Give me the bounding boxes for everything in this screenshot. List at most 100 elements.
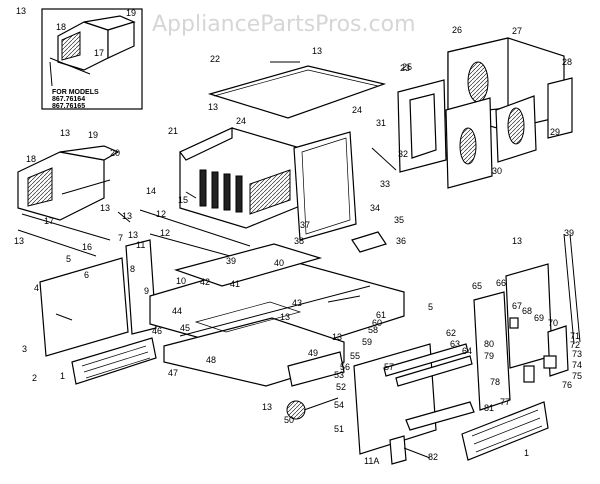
callout: 73 — [572, 349, 582, 359]
callout: 23 — [400, 63, 410, 73]
callout: 15 — [178, 195, 188, 205]
callout: 56 — [340, 362, 350, 372]
callout: 33 — [380, 179, 390, 189]
fan-motor — [286, 351, 345, 420]
callout: 45 — [180, 323, 190, 333]
callout: 39 — [226, 256, 236, 266]
callout: 36 — [396, 236, 406, 246]
inset-models-box: FOR MODELS 867.76164 867.76165 — [41, 8, 143, 110]
callout: 13 — [280, 312, 290, 322]
callout: 26 — [452, 25, 462, 35]
callout: 53 — [334, 370, 344, 380]
callout: 13 — [262, 402, 272, 412]
callout: 19 — [88, 130, 98, 140]
callout: 29 — [550, 127, 560, 137]
callout: 63 — [450, 339, 460, 349]
callout: 51 — [334, 424, 344, 434]
callout: 62 — [446, 328, 456, 338]
callout: 32 — [398, 149, 408, 159]
callout: 54 — [334, 400, 344, 410]
left-end-panel — [39, 239, 157, 385]
callout: 4 — [34, 283, 39, 293]
callout: 6 — [84, 270, 89, 280]
callout: 75 — [572, 371, 582, 381]
callout: 14 — [146, 186, 156, 196]
callout: 13 — [208, 102, 218, 112]
callout: 13 — [16, 6, 26, 16]
callout: 1 — [60, 371, 65, 381]
callout: 2 — [32, 373, 37, 383]
callout: 19 — [126, 8, 136, 18]
callout: 48 — [206, 355, 216, 365]
left-shroud-assembly — [17, 145, 120, 257]
callout: 11 — [136, 240, 145, 250]
callout: 9 — [144, 286, 149, 296]
callout: 13 — [100, 203, 110, 213]
callout: 31 — [376, 118, 386, 128]
callout: 13 — [122, 211, 132, 221]
callout: 82 — [428, 452, 438, 462]
callout: 18 — [56, 22, 66, 32]
callout: 13 — [128, 230, 138, 240]
callout: 11A — [364, 456, 379, 466]
callout: 12 — [160, 228, 170, 238]
callout: 7 — [118, 233, 123, 243]
inset-note-line-2: 867.76164 — [52, 96, 85, 103]
callout: 80 — [484, 339, 494, 349]
callout: 52 — [336, 382, 346, 392]
callout: 49 — [308, 348, 318, 358]
callout: 38 — [294, 236, 304, 246]
callout: 55 — [350, 351, 360, 361]
callout: 72 — [570, 340, 580, 350]
callout: 16 — [82, 242, 92, 252]
callout: 24 — [236, 116, 246, 126]
outer-cabinet — [397, 37, 573, 189]
watermark: AppliancePartsPros.com — [152, 12, 416, 37]
callout: 57 — [384, 362, 394, 372]
callout: 64 — [462, 346, 472, 356]
callout: 22 — [210, 54, 220, 64]
callout: 13 — [312, 46, 322, 56]
callout: 35 — [394, 215, 404, 225]
callout: 68 — [522, 306, 532, 316]
callout: 10 — [176, 276, 186, 286]
callout: 47 — [168, 368, 178, 378]
callout: 42 — [200, 277, 210, 287]
power-cord-cover — [389, 435, 407, 465]
callout: 13 — [14, 236, 24, 246]
callout: 61 — [376, 310, 386, 320]
control-panel — [473, 233, 581, 411]
callout: 3 — [22, 344, 27, 354]
callout: 34 — [370, 203, 380, 213]
callout: 44 — [172, 306, 182, 316]
inset-note-line-1: FOR MODELS — [52, 89, 99, 96]
coil-chassis — [139, 127, 301, 257]
callout: 1 — [524, 448, 529, 458]
callout: 43 — [292, 298, 302, 308]
callout: 25 — [402, 62, 412, 72]
callout: 69 — [534, 313, 544, 323]
callout: 46 — [152, 326, 162, 336]
front-grille — [461, 401, 549, 461]
callout: 67 — [512, 301, 522, 311]
callout: 30 — [492, 166, 502, 176]
callout: 77 — [500, 397, 510, 407]
callout: 71 — [570, 331, 580, 341]
callout: 40 — [274, 258, 284, 268]
callout: 21 — [168, 126, 178, 136]
callout: 59 — [362, 337, 372, 347]
callout: 79 — [484, 351, 494, 361]
callout: 50 — [284, 415, 294, 425]
side-panel — [293, 131, 357, 241]
callout: 66 — [496, 278, 506, 288]
callout: 5 — [428, 302, 433, 312]
callout: 74 — [572, 360, 582, 370]
callout: 12 — [156, 209, 166, 219]
callout: 58 — [368, 325, 378, 335]
callout: 41 — [230, 279, 240, 289]
callout: 28 — [562, 57, 572, 67]
callout: 39 — [564, 228, 574, 238]
callout: 81 — [484, 403, 494, 413]
top-cover-plate — [207, 65, 387, 119]
